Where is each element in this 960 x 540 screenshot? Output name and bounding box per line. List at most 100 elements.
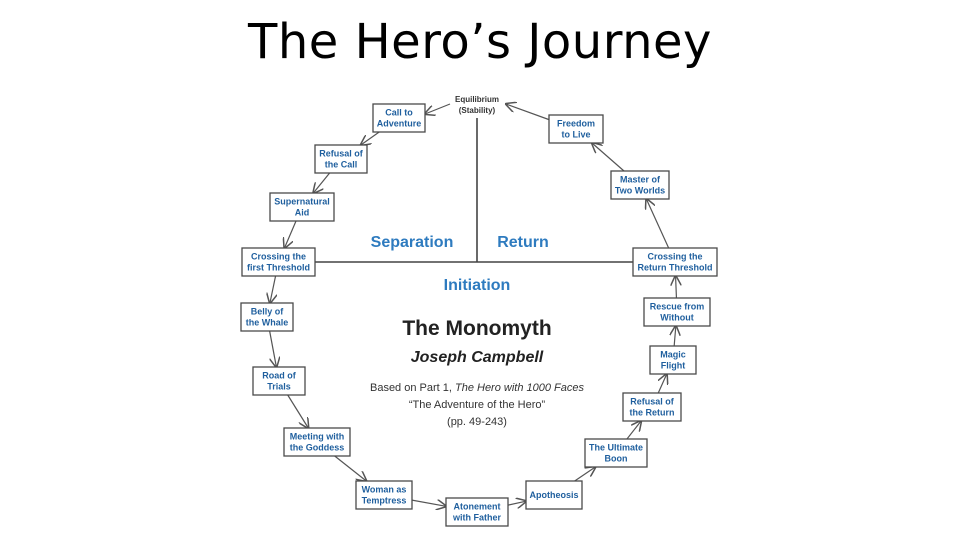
- stage-label-line: Call to: [385, 108, 413, 118]
- source-book-title: The Hero with 1000 Faces: [455, 382, 585, 394]
- stage-label-line: Road of: [262, 371, 296, 381]
- phase-separation: Separation: [371, 234, 454, 251]
- stage-label-line: Trials: [267, 382, 291, 392]
- arrow-crossing-the-first-threshold-to-belly-of-the-whale: [270, 275, 276, 303]
- stage-box: [283, 427, 351, 457]
- stage-label-line: with Father: [452, 513, 501, 523]
- stage-box: [241, 247, 316, 277]
- stage-label-line: first Threshold: [247, 263, 310, 273]
- arrow-atonement-with-father-to-apotheosis: [507, 501, 526, 505]
- stage-label-line: Apotheosis: [529, 490, 578, 500]
- stage-box: [525, 480, 583, 510]
- stage-label-line: Crossing the: [251, 252, 306, 262]
- stage-label-line: Adventure: [377, 119, 422, 129]
- stage-label-line: Woman as: [362, 485, 407, 495]
- stage-label-line: Freedom: [557, 119, 595, 129]
- monomyth-title: The Monomyth: [402, 317, 551, 340]
- monomyth-chapter: “The Adventure of the Hero”: [409, 399, 546, 411]
- monomyth-source: Based on Part 1, The Hero with 1000 Face…: [370, 382, 585, 394]
- stage-label-line: Crossing the: [647, 252, 702, 262]
- stage-box: [252, 366, 306, 396]
- arrow-freedom-to-equilibrium: [506, 104, 550, 121]
- stage-label-line: the Goddess: [290, 443, 345, 453]
- phase-return: Return: [497, 234, 549, 251]
- stage-box: [649, 345, 697, 375]
- stage-label-line: Temptress: [362, 496, 407, 506]
- arrow-call-to-adventure-to-refusal-of-the-call: [361, 131, 380, 145]
- stage-box: [622, 392, 682, 422]
- stage-label-line: The Ultimate: [589, 443, 643, 453]
- arrow-master-of-two-worlds-to-freedom-to-live: [592, 143, 625, 172]
- stage-label-line: Atonement: [454, 502, 501, 512]
- arrow-woman-as-temptress-to-atonement-with-father: [411, 500, 446, 506]
- arrow-crossing-the-return-threshold-to-master-of-two-worlds: [646, 199, 670, 249]
- stage-box: [584, 438, 648, 468]
- stage-label-line: the Call: [325, 160, 358, 170]
- stage-label-line: Rescue from: [650, 302, 705, 312]
- phase-initiation: Initiation: [444, 277, 511, 294]
- stage-box: [240, 302, 294, 332]
- stage-label-line: Return Threshold: [637, 263, 712, 273]
- stage-label-line: Meeting with: [290, 432, 345, 442]
- arrow-the-ultimate-boon-to-refusal-of-the-return: [626, 421, 641, 440]
- arrow-equilibrium-to-call: [425, 103, 451, 114]
- arrow-magic-flight-to-rescue-from-without: [674, 326, 676, 347]
- monomyth-pages: (pp. 49-243): [447, 416, 507, 428]
- equilibrium-label: Equilibrium: [455, 95, 499, 104]
- stage-box: [548, 114, 604, 144]
- stage-box: [610, 170, 670, 200]
- stage-box: [445, 497, 509, 527]
- stage-apotheosis: Apotheosis: [525, 480, 583, 510]
- stage-label-line: Belly of: [251, 307, 285, 317]
- stage-label-line: Master of: [620, 175, 661, 185]
- stage-label-line: to Live: [561, 130, 590, 140]
- arrow-belly-of-the-whale-to-road-of-trials: [269, 330, 277, 367]
- stage-box: [314, 144, 368, 174]
- stage-label-line: Flight: [661, 361, 686, 371]
- arrow-refusal-of-the-call-to-supernatural-aid: [313, 172, 331, 193]
- stage-box: [355, 480, 413, 510]
- arrow-meeting-with-the-goddess-to-woman-as-temptress: [334, 455, 367, 481]
- stage-label-line: Refusal of: [319, 149, 364, 159]
- stage-label-line: Magic: [660, 350, 686, 360]
- equilibrium-sublabel: (Stability): [459, 106, 496, 115]
- stage-label-line: the Whale: [246, 318, 289, 328]
- stage-box: [632, 247, 718, 277]
- stage-label-line: Without: [660, 313, 693, 323]
- arrow-supernatural-aid-to-crossing-the-first-threshold: [284, 220, 297, 248]
- monomyth-author: Joseph Campbell: [411, 349, 544, 366]
- stage-label-line: Refusal of: [630, 397, 675, 407]
- stage-label-line: Supernatural: [274, 197, 330, 207]
- stage-label-line: Aid: [295, 208, 310, 218]
- stage-box: [372, 103, 426, 133]
- arrow-rescue-from-without-to-crossing-the-return-threshold: [676, 276, 677, 299]
- arrow-refusal-of-the-return-to-magic-flight: [657, 374, 666, 394]
- arrow-road-of-trials-to-meeting-with-the-goddess: [287, 394, 309, 428]
- stage-label-line: Two Worlds: [615, 186, 665, 196]
- arrow-apotheosis-to-the-ultimate-boon: [574, 467, 596, 482]
- slide-title: The Hero’s Journey: [248, 14, 712, 70]
- source-prefix: Based on Part 1,: [370, 382, 455, 394]
- cycle-arrows: [270, 104, 677, 506]
- stage-box: [643, 297, 711, 327]
- stage-label-line: Boon: [605, 454, 628, 464]
- stage-box: [269, 192, 335, 222]
